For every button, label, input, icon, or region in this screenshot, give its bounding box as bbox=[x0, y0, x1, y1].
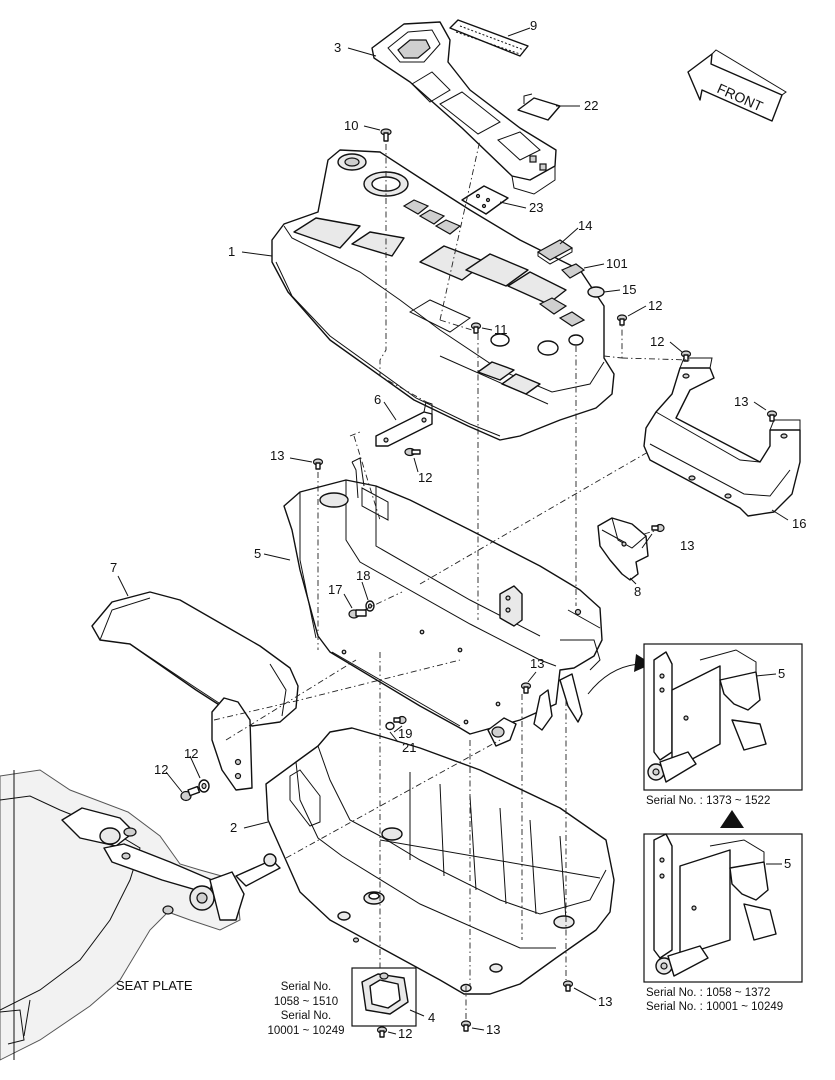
part-6-bracket bbox=[375, 401, 433, 447]
part-16-bracket bbox=[643, 357, 801, 517]
sequence-triangle bbox=[720, 810, 744, 828]
callout-12: 13 bbox=[486, 1022, 500, 1037]
screw-12-console bbox=[470, 322, 482, 334]
callout-1: 1 bbox=[228, 244, 235, 259]
callout-21: 23 bbox=[529, 200, 543, 215]
seat-plate-label: SEAT PLATE bbox=[116, 978, 193, 993]
screw-13-part10 bbox=[651, 523, 665, 533]
callout-12: 11 bbox=[494, 322, 508, 337]
screw-12-plate bbox=[376, 1026, 388, 1038]
part-15-plug bbox=[587, 286, 605, 298]
serial-note-left-line1: Serial No. bbox=[281, 981, 332, 993]
callout-8: 12 bbox=[154, 762, 168, 777]
part-8-bolt bbox=[180, 785, 201, 802]
part-4-cover-plate bbox=[351, 967, 417, 1027]
part-3-top-cover bbox=[371, 21, 557, 195]
part-23-washer bbox=[385, 721, 395, 731]
callout-10: 8 bbox=[634, 584, 641, 599]
screw-12-bracket6 bbox=[404, 447, 421, 457]
serial-note-left: Serial No. 1058 ~ 1510 Serial No. 10001 … bbox=[267, 981, 344, 1037]
callout-19: 22 bbox=[584, 98, 598, 113]
leader-lines bbox=[117, 27, 789, 1035]
callout-5: 5 bbox=[254, 546, 261, 561]
part-14-cap bbox=[536, 239, 574, 265]
screw-13-console bbox=[616, 314, 628, 326]
screw-12-top bbox=[380, 128, 392, 142]
serial-note-left-line4: 10001 ~ 10249 bbox=[267, 1025, 344, 1037]
callout-12: 13 bbox=[598, 994, 612, 1009]
callout-6: 6 bbox=[374, 392, 381, 407]
part-17-bolt bbox=[348, 609, 367, 619]
callout-7: 7 bbox=[110, 560, 117, 575]
front-direction-arrow: FRONT bbox=[687, 49, 787, 122]
part-22-bolt bbox=[393, 715, 407, 725]
inset-pointer-arrow bbox=[587, 654, 652, 695]
callout-11: 9 bbox=[530, 18, 537, 33]
serial-note-left-line2: 1058 ~ 1510 bbox=[274, 996, 338, 1008]
callout-2: 2 bbox=[230, 820, 237, 835]
callout-17: 17 bbox=[328, 582, 342, 597]
callout-12: 12 bbox=[418, 470, 432, 485]
callout-4: 4 bbox=[428, 1010, 435, 1025]
part-7-armrest bbox=[91, 591, 299, 791]
part-19-clip bbox=[517, 93, 561, 121]
screw-12-tray-b bbox=[562, 980, 574, 992]
part-11-label-strip bbox=[449, 19, 529, 57]
screw-13-frame-left bbox=[312, 458, 324, 470]
serial-note-inset-bottom-2: Serial No. : 10001 ~ 10249 bbox=[646, 1001, 783, 1013]
callout-13: 12 bbox=[650, 334, 664, 349]
serial-note-inset-bottom-1: Serial No. : 1058 ~ 1372 bbox=[646, 987, 770, 999]
part-9-washer bbox=[198, 779, 210, 793]
callout-13: 12 bbox=[648, 298, 662, 313]
callout-12: 10 bbox=[344, 118, 358, 133]
screw-13-bracket-a bbox=[680, 350, 692, 362]
part-10-bracket bbox=[597, 517, 649, 581]
callout-13: 13 bbox=[530, 656, 544, 671]
screw-13-frame-right bbox=[520, 682, 532, 694]
callout-13: 13 bbox=[734, 394, 748, 409]
serial-note-inset-top: Serial No. : 1373 ~ 1522 bbox=[646, 795, 770, 807]
part-2-lower-tray bbox=[265, 727, 615, 995]
callout-22: 19 bbox=[398, 726, 412, 741]
serial-note-left-line3: Serial No. bbox=[281, 1010, 332, 1022]
callout-9: 12 bbox=[184, 746, 198, 761]
callout-13: 13 bbox=[270, 448, 284, 463]
callout-5: 5 bbox=[784, 856, 791, 871]
part-101-cap bbox=[560, 263, 586, 279]
seat-plate: SEAT PLATE bbox=[0, 769, 281, 1061]
callout-13: 13 bbox=[680, 538, 694, 553]
callout-12: 12 bbox=[398, 1026, 412, 1041]
callout-15: 15 bbox=[622, 282, 636, 297]
part-1-console-housing bbox=[271, 149, 615, 441]
callout-14: 14 bbox=[578, 218, 592, 233]
callout-16: 16 bbox=[792, 516, 806, 531]
part-21-switch-plate bbox=[461, 185, 509, 215]
screw-12-tray-a bbox=[460, 1020, 472, 1032]
callout-3: 3 bbox=[334, 40, 341, 55]
inset-detail-bottom bbox=[643, 833, 803, 983]
callout-18: 18 bbox=[356, 568, 370, 583]
serial-note-inset: Serial No. : 1373 ~ 1522 Serial No. : 10… bbox=[646, 795, 783, 1013]
inset-detail-top bbox=[643, 643, 803, 791]
callout-23: 21 bbox=[402, 740, 416, 755]
callout-5: 5 bbox=[778, 666, 785, 681]
callout-labels: 3 9 22 10 23 1 14 101 15 12 11 12 13 6 1… bbox=[110, 18, 806, 1041]
alignment-lines bbox=[213, 139, 691, 1020]
part-5-main-frame bbox=[283, 457, 603, 747]
screw-13-bracket-b bbox=[766, 410, 778, 422]
callout-101: 101 bbox=[606, 256, 628, 271]
